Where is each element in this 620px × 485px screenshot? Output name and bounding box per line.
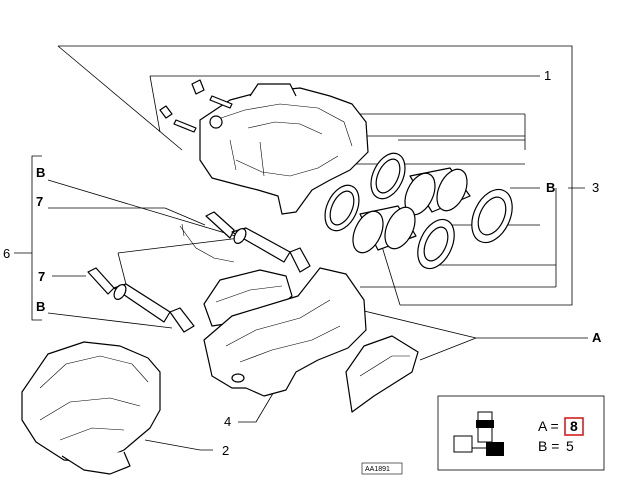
legend-b-label: B = <box>538 438 559 454</box>
callout-7-lower: 7 <box>38 269 45 284</box>
callout-3: 3 <box>592 180 599 195</box>
legend-a-highlight <box>564 417 584 436</box>
callout-b-bottom-left: B <box>36 299 45 314</box>
callout-1: 1 <box>544 68 551 83</box>
grease-tube-icon <box>453 411 504 456</box>
assembled-caliper-part-2 <box>21 341 161 475</box>
legend-a-label: A = <box>538 418 559 434</box>
callout-b-right: B <box>546 180 555 195</box>
callout-6: 6 <box>3 246 10 261</box>
carrier-bracket-part-4 <box>203 267 367 397</box>
drawing-code-text: AA1891 <box>365 466 390 473</box>
piston-seal-kit-part-3 <box>324 152 513 270</box>
callout-a: A <box>592 330 602 345</box>
legend-a-value: 8 <box>570 418 578 434</box>
legend-b-value: 5 <box>566 438 574 454</box>
callout-7-upper: 7 <box>36 194 43 209</box>
callout-2: 2 <box>222 443 229 458</box>
callout-4: 4 <box>224 414 231 429</box>
callout-labels: 1 B 3 B 7 6 7 B A 4 2 <box>3 68 602 458</box>
torque-legend-box: A = 8 B = 5 <box>437 395 605 471</box>
callout-b-top-left: B <box>36 165 45 180</box>
drawing-code: AA1891 <box>361 462 403 475</box>
brake-pads-part-a <box>203 269 419 413</box>
caliper-body-part-1 <box>159 79 369 215</box>
guide-pins-part-6-7 <box>87 211 311 333</box>
